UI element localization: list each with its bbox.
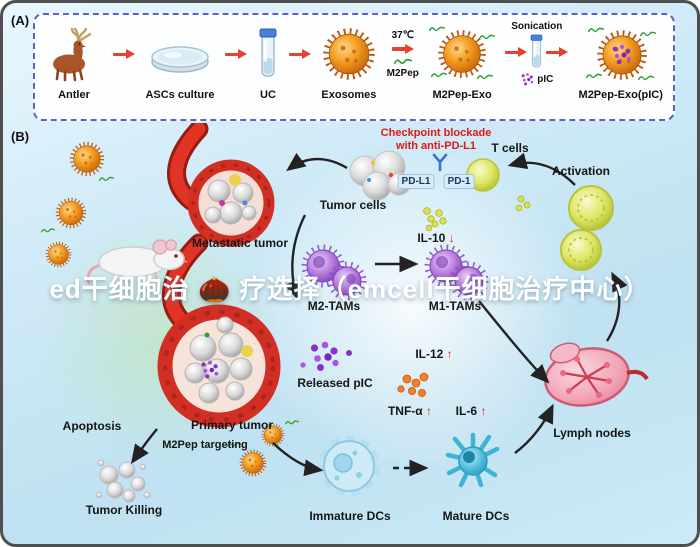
deer-icon xyxy=(45,21,103,87)
tnf-value: TNF-α xyxy=(387,404,423,418)
panel-b-graphics xyxy=(41,123,649,503)
tumor-killing-graphic xyxy=(95,459,151,503)
primary-tumor-label: Primary tumor xyxy=(190,418,274,432)
step-m2pep-exo-pic: M2Pep-Exo(pIC) xyxy=(579,21,663,101)
il12-up-arrow: ↑ xyxy=(446,347,453,361)
petri-dish-icon xyxy=(149,21,211,87)
checkpoint-blockade-label-line1: Checkpoint blockade xyxy=(380,127,492,139)
step-label-m2pep-exo: M2Pep-Exo xyxy=(432,89,492,101)
blood-vessel xyxy=(161,123,209,335)
background-haze xyxy=(233,153,593,463)
panel-a-tag: (A) xyxy=(11,13,30,28)
il12-value: IL-12 xyxy=(415,347,444,361)
pic-dots-icon xyxy=(521,73,534,86)
m2pep-label: M2Pep xyxy=(386,67,419,79)
step-m2pep-exo: M2Pep-Exo xyxy=(429,21,496,101)
m2pep-squiggle-icon xyxy=(393,58,412,64)
temperature-label: 37℃ xyxy=(391,29,414,41)
m2pep-exosome-pic-icon xyxy=(585,21,656,87)
il10-down-arrow: ↓ xyxy=(448,231,455,245)
step-label-m2pep-exo-pic: M2Pep-Exo(pIC) xyxy=(578,89,663,101)
released-pic-label: Released pIC xyxy=(297,376,373,390)
step-label-antler: Antler xyxy=(58,89,90,101)
m2pep-targeting-label: M2Pep targeting xyxy=(162,439,248,451)
tnf-label: TNF-α ↑ xyxy=(388,404,432,418)
mature-dc-graphic xyxy=(445,432,500,488)
metastatic-tumor-label: Metastatic tumor xyxy=(191,236,289,250)
t-cells-graphic xyxy=(466,158,614,271)
arrow-1 xyxy=(113,21,136,87)
il10-label: IL-10 ↓ xyxy=(417,231,454,245)
tube-icon xyxy=(530,34,543,68)
panel-b-tag: (B) xyxy=(11,129,30,144)
tumor-cells-graphic xyxy=(349,150,411,201)
flow-arrows xyxy=(130,152,628,477)
cytokine-dots-orange xyxy=(397,372,429,397)
immature-dcs-label: Immature DCs xyxy=(309,509,391,523)
checkpoint-blockade-label-line2: with anti-PD-L1 xyxy=(395,140,477,152)
right-arrow-icon xyxy=(224,48,247,60)
step-label-ascs: ASCs culture xyxy=(145,89,215,101)
mouse-graphic xyxy=(86,239,188,285)
released-pic-dots xyxy=(300,341,352,371)
step-label-exosomes: Exosomes xyxy=(321,89,377,101)
step-sonication: Sonication pIC xyxy=(505,21,569,87)
step-m2pep-modification: 37℃ M2Pep xyxy=(387,21,419,87)
m1-tams-graphic xyxy=(424,244,489,301)
apoptosis-label: Apoptosis xyxy=(62,419,122,433)
workflow: Antler ASCs culture xyxy=(45,21,663,115)
centrifuge-tube-icon xyxy=(257,21,279,87)
il12-label: IL-12 ↑ xyxy=(415,347,452,361)
pd-l1-label: PD-L1 xyxy=(397,174,435,189)
primary-tumor-graphic xyxy=(157,304,281,428)
il6-label: IL-6 ↑ xyxy=(456,404,487,418)
lymph-nodes-label: Lymph nodes xyxy=(553,426,631,440)
m2pep-exosome-icon xyxy=(429,21,496,87)
immature-dc-graphic xyxy=(318,435,380,497)
m2-tams-graphic xyxy=(301,244,367,301)
m2-tams-label: M2-TAMs xyxy=(307,299,361,313)
right-arrow-icon xyxy=(391,43,414,55)
il6-up-arrow: ↑ xyxy=(480,404,487,418)
t-cells-label: T cells xyxy=(491,141,529,155)
il10-value: IL-10 xyxy=(417,231,446,245)
metastatic-tumor-graphic xyxy=(187,159,275,247)
right-arrow-icon xyxy=(505,46,528,58)
pic-label: pIC xyxy=(537,74,554,85)
right-arrow-icon xyxy=(113,48,136,60)
il6-value: IL-6 xyxy=(455,404,477,418)
step-antler: Antler xyxy=(45,21,103,101)
step-ascs-culture: ASCs culture xyxy=(145,21,215,101)
tumor-cells-label: Tumor cells xyxy=(319,198,387,212)
exosome-icon xyxy=(322,21,376,87)
activation-label: Activation xyxy=(551,164,611,178)
cytokine-dots-yellow xyxy=(423,195,531,232)
tumor-killing-label: Tumor Killing xyxy=(85,503,163,517)
step-exosomes: Exosomes xyxy=(321,21,376,101)
pd-1-label: PD-1 xyxy=(443,174,475,189)
panel-a: Antler ASCs culture xyxy=(33,13,675,121)
m1-tams-label: M1-TAMs xyxy=(428,299,482,313)
arrow-2 xyxy=(224,21,247,87)
lymph-nodes-graphic xyxy=(544,342,649,407)
step-uc: UC xyxy=(257,21,279,101)
arrow-3 xyxy=(289,21,312,87)
right-arrow-icon xyxy=(546,46,569,58)
sonication-label: Sonication xyxy=(511,21,563,32)
anti-pd-l1-antibody-icon xyxy=(432,153,448,172)
step-label-uc: UC xyxy=(260,89,276,101)
tnf-up-arrow: ↑ xyxy=(426,404,433,418)
right-arrow-icon xyxy=(289,48,312,60)
mature-dcs-label: Mature DCs xyxy=(442,509,510,523)
